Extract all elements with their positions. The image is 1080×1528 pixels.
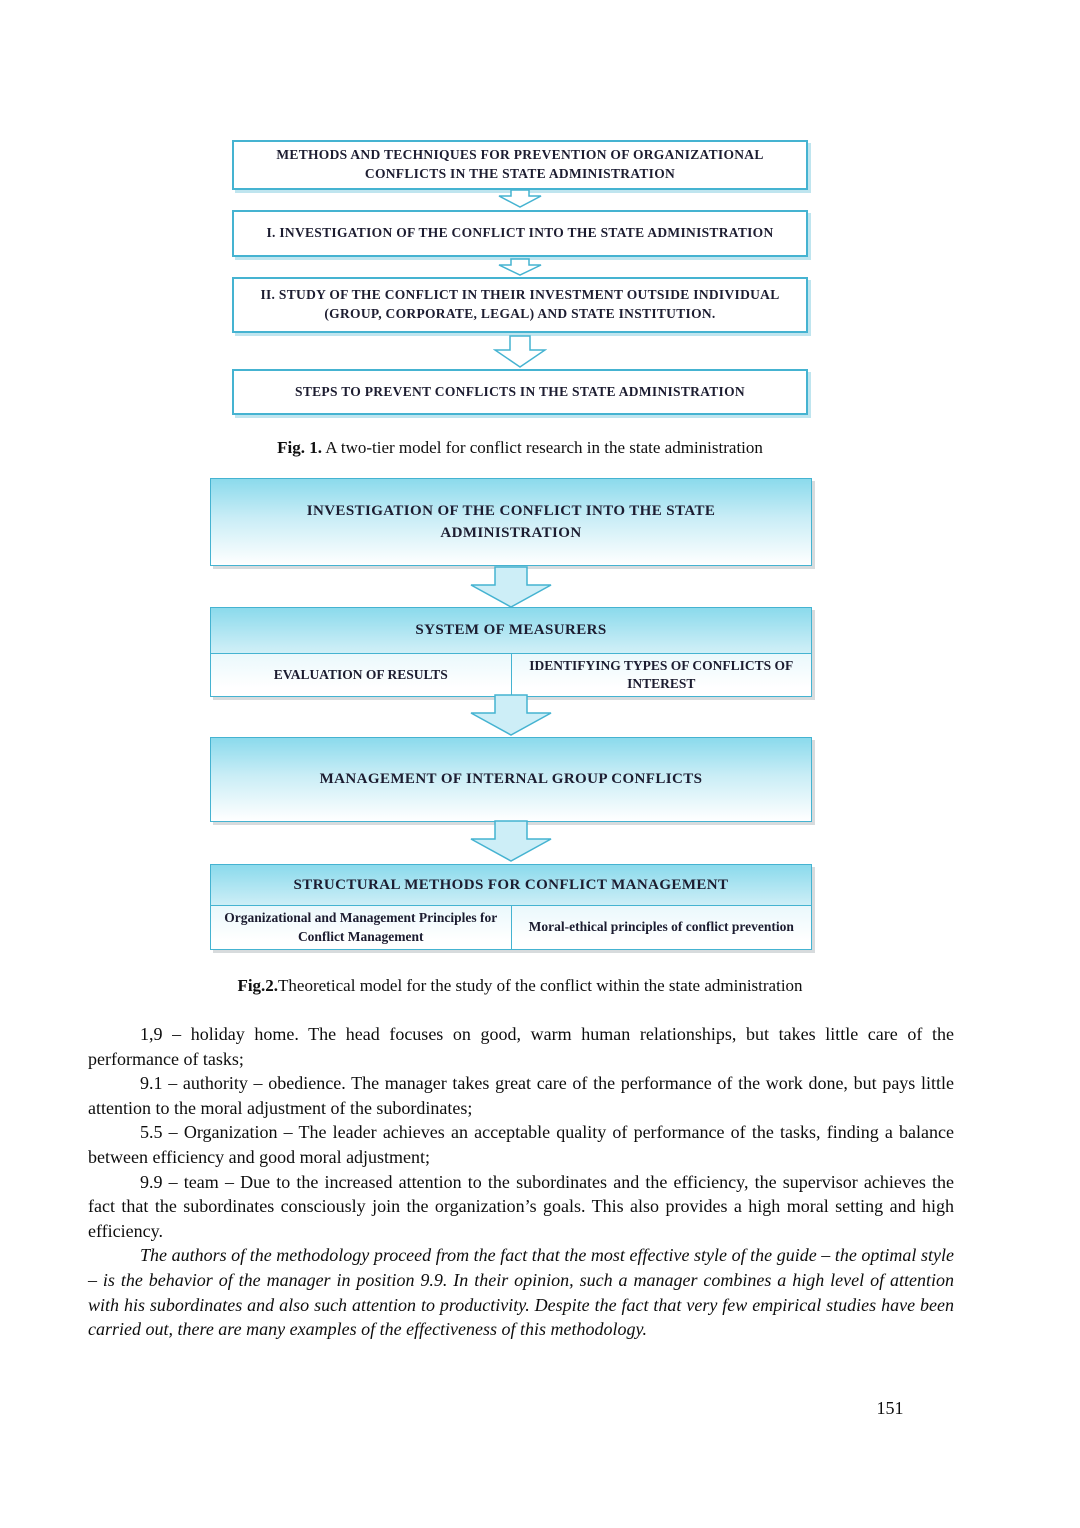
- fig2-box-system-of-measurers: SYSTEM OF MEASURERS EVALUATION OF RESULT…: [210, 607, 812, 698]
- paragraph: 9.9 – team – Due to the increased attent…: [88, 1171, 954, 1241]
- fig2-box-investigation: INVESTIGATION OF THE CONFLICT INTO THE S…: [210, 478, 812, 566]
- fig1-box-1-label: METHODS AND TECHNIQUES FOR PREVENTION OF…: [276, 147, 764, 181]
- fig2-system-cells: EVALUATION OF RESULTS IDENTIFYING TYPES …: [211, 653, 811, 697]
- down-arrow-icon: [498, 189, 542, 208]
- fig1-box-4-label: STEPS TO PREVENT CONFLICTS IN THE STATE …: [295, 383, 745, 399]
- fig2-structural-cells: Organizational and Management Principles…: [211, 905, 811, 949]
- paragraph: 5.5 – Organization – The leader achieves…: [88, 1122, 954, 1167]
- fig2-caption-label: Fig.2.: [237, 976, 279, 995]
- fig2-cell-org-principles: Organizational and Management Principles…: [211, 906, 511, 949]
- fig2-box-management-label: MANAGEMENT OF INTERNAL GROUP CONFLICTS: [319, 771, 703, 788]
- fig2-cell-evaluation: EVALUATION OF RESULTS: [211, 654, 511, 697]
- fig2-box-management: MANAGEMENT OF INTERNAL GROUP CONFLICTS: [210, 737, 812, 822]
- fig1-box-1: METHODS AND TECHNIQUES FOR PREVENTION OF…: [232, 140, 808, 190]
- fig2-box-investigation-label: INVESTIGATION OF THE CONFLICT INTO THE S…: [306, 502, 716, 542]
- down-arrow-icon: [470, 820, 552, 862]
- fig2-cell-moral-ethical: Moral-ethical principles of conflict pre…: [510, 906, 811, 949]
- fig2-cell-org-principles-label: Organizational and Management Principles…: [224, 910, 498, 944]
- fig1-caption-text: A two-tier model for conflict research i…: [321, 438, 763, 457]
- fig2-structural-header-label: STRUCTURAL METHODS FOR CONFLICT MANAGEME…: [293, 876, 729, 893]
- fig2-caption: Fig.2.Theoretical model for the study of…: [0, 976, 1040, 996]
- body-text: 1,9 – holiday home. The head focuses on …: [88, 1022, 954, 1342]
- paragraph: 1,9 – holiday home. The head focuses on …: [88, 1024, 954, 1069]
- fig1-box-3: II. STUDY OF THE CONFLICT IN THEIR INVES…: [232, 277, 808, 333]
- fig2-caption-text: Theoretical model for the study of the c…: [278, 976, 803, 995]
- down-arrow-icon: [498, 258, 542, 276]
- fig2-structural-header: STRUCTURAL METHODS FOR CONFLICT MANAGEME…: [211, 865, 811, 905]
- fig2-cell-identifying-label: IDENTIFYING TYPES OF CONFLICTS OF INTERE…: [529, 658, 794, 692]
- fig1-box-4: STEPS TO PREVENT CONFLICTS IN THE STATE …: [232, 369, 808, 415]
- fig1-box-2: I. INVESTIGATION OF THE CONFLICT INTO TH…: [232, 210, 808, 257]
- fig1-box-3-label: II. STUDY OF THE CONFLICT IN THEIR INVES…: [260, 287, 780, 321]
- fig2-cell-evaluation-label: EVALUATION OF RESULTS: [273, 667, 448, 683]
- page-number: 151: [876, 1398, 904, 1418]
- fig1-caption: Fig. 1. A two-tier model for conflict re…: [0, 438, 1040, 458]
- down-arrow-icon: [470, 566, 552, 608]
- fig2-system-header-label: SYSTEM OF MEASURERS: [415, 622, 607, 638]
- fig2-cell-moral-ethical-label: Moral-ethical principles of conflict pre…: [528, 919, 794, 935]
- paragraph: 9.1 – authority – obedience. The manager…: [88, 1073, 954, 1118]
- down-arrow-icon: [470, 694, 552, 736]
- paragraph: The authors of the methodology proceed f…: [88, 1245, 954, 1340]
- fig1-caption-label: Fig. 1.: [277, 438, 322, 457]
- fig2-box-structural: STRUCTURAL METHODS FOR CONFLICT MANAGEME…: [210, 864, 812, 950]
- down-arrow-icon: [493, 335, 547, 368]
- fig2-system-header: SYSTEM OF MEASURERS: [211, 608, 811, 653]
- fig1-box-2-label: I. INVESTIGATION OF THE CONFLICT INTO TH…: [266, 225, 774, 241]
- fig2-cell-identifying: IDENTIFYING TYPES OF CONFLICTS OF INTERE…: [510, 654, 811, 697]
